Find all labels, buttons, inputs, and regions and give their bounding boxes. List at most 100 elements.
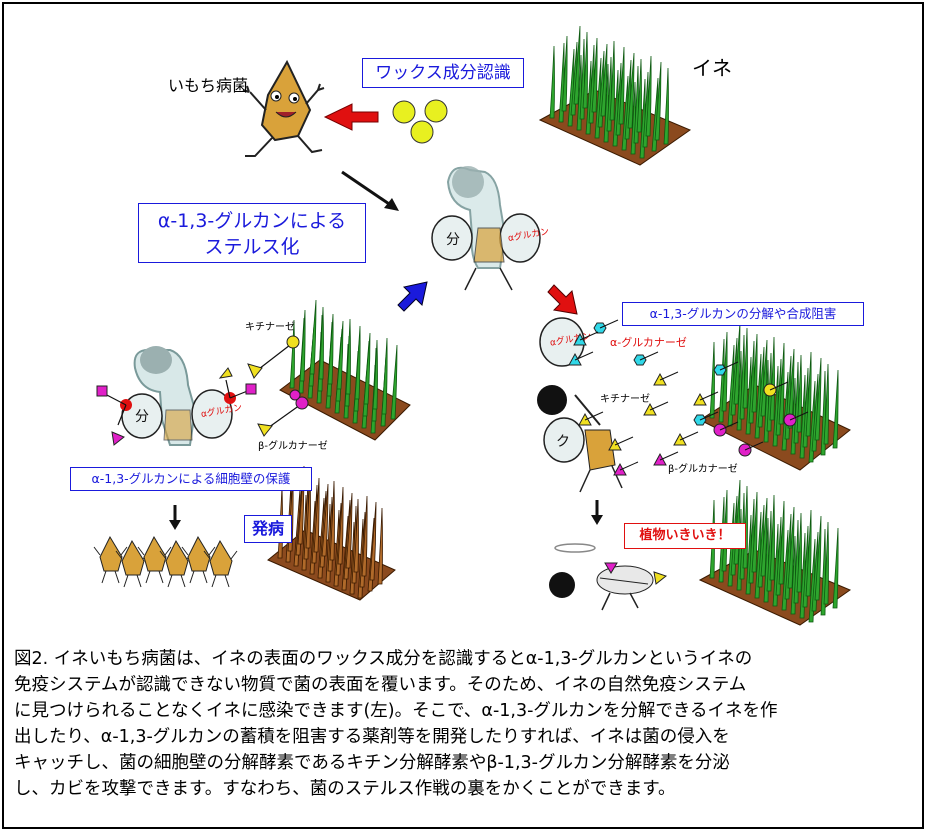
grass-blade <box>313 477 320 553</box>
attacked-fungus: αグルカン ク <box>537 317 623 493</box>
grass-blade <box>369 501 377 581</box>
caption-line: 出したり、α-1,3-グルカンの蓄積を阻害する薬剤等を開発したりすれば、イネは菌… <box>14 727 730 747</box>
rice-plot-right <box>698 321 851 471</box>
blue-arrow <box>397 281 428 312</box>
rice-plot-top <box>538 25 692 166</box>
grass-blade <box>814 357 822 441</box>
wax-recognition-box: ワックス成分認識 <box>362 58 524 88</box>
pathogen-label: いもち病菌 <box>168 76 249 95</box>
degradation-text: α-1,3-グルカンの分解や合成阻害 <box>649 306 837 321</box>
svg-text:分: 分 <box>446 232 460 248</box>
caption-line: キャッチし、菌の細胞壁の分解酵素であるキチン分解酵素やβ-1,3-グルカン分解酵… <box>14 753 730 773</box>
figure-caption: 図2. イネいもち病菌は、イネの表面のワックス成分を認識するとα-1,3-グルカ… <box>14 646 910 802</box>
grass-blade <box>549 45 555 119</box>
enzyme-link <box>659 451 679 461</box>
svg-text:ク: ク <box>556 434 570 450</box>
fungus-crowd <box>93 535 238 588</box>
grass-blade <box>372 339 378 410</box>
grass-blade <box>645 55 652 137</box>
red-arrow <box>547 284 578 315</box>
grass-blade <box>663 67 669 145</box>
rice-label: イネ <box>692 56 732 80</box>
stealth-box: α-1,3-グルカンによる ステルス化 <box>138 203 366 263</box>
grass-blade <box>796 512 802 593</box>
stealth-line-2: ステルス化 <box>204 236 300 258</box>
enzyme-link <box>719 421 739 431</box>
grass-blade <box>321 483 329 557</box>
grass-blade <box>327 313 334 385</box>
grass-blade <box>769 494 775 581</box>
grass-blade <box>361 495 368 577</box>
wall-protection-box: α-1,3-グルカンによる細胞壁の保護 <box>70 467 312 491</box>
fungus-limbs <box>115 550 150 588</box>
grass-blade <box>832 527 839 609</box>
fungus-limbs <box>159 550 194 588</box>
grass-blade <box>823 521 829 605</box>
grass-blade <box>760 497 768 577</box>
grass-blade <box>787 506 795 589</box>
enzyme-link <box>699 411 719 421</box>
pathogen-top <box>242 59 325 157</box>
enzyme-link <box>659 371 679 381</box>
enzyme-link <box>649 401 669 411</box>
chitinase-right-label: キチナーゼ <box>600 394 650 405</box>
caption-line: に見つけられることなくイネに感染できます(左)。そこで、α-1,3-グルカンを分… <box>14 701 778 721</box>
enzyme-link <box>699 391 719 401</box>
enzyme-link <box>574 351 594 361</box>
chitinase-left-label: キチナーゼ <box>245 322 295 333</box>
grass-blade <box>309 299 317 375</box>
caption-line: 免疫システムが認識できない物質で菌の表面を覆います。そのため、イネの自然免疫シス… <box>14 675 747 695</box>
fungus-body <box>121 539 145 576</box>
grass-blade <box>709 341 715 419</box>
grass-blade <box>618 46 625 125</box>
grass-blade <box>582 31 588 109</box>
stealth-fungus-center: 分 αグルカン <box>431 166 550 291</box>
wax-signal-arrow <box>323 103 379 131</box>
fungus-limbs <box>93 546 128 584</box>
grass-blade <box>787 348 795 429</box>
stealth-fungus-left: 分 αグルカン <box>96 346 257 446</box>
grass-blade <box>823 363 829 445</box>
wax-particles <box>392 99 448 144</box>
wall-protection-text: α-1,3-グルカンによる細胞壁の保護 <box>91 471 291 486</box>
enzyme-link <box>639 351 659 361</box>
rice-plot-left <box>247 299 411 441</box>
svg-text:分: 分 <box>135 409 149 425</box>
alpha-glucanase-label: α-グルカナーゼ <box>610 336 687 349</box>
enzyme-link <box>599 319 619 329</box>
enzyme-link <box>619 461 639 471</box>
grass-blade <box>345 318 351 395</box>
grass-blade <box>318 306 324 380</box>
grass-blade <box>832 369 839 449</box>
grass-blade <box>591 37 598 113</box>
defeated-fungus <box>549 543 668 611</box>
grass-blade <box>390 344 398 420</box>
grass-blade <box>299 309 306 382</box>
glucanase-right-label: β-グルカナーゼ <box>668 464 738 475</box>
degradation-box: α-1,3-グルカンの分解や合成阻害 <box>622 302 864 326</box>
grass-blade <box>751 333 758 413</box>
wax-recognition-text: ワックス成分認識 <box>375 63 511 83</box>
grass-blade <box>353 498 359 573</box>
grass-blade <box>778 500 785 585</box>
grass-blade <box>778 342 785 425</box>
grass-blade <box>381 337 388 415</box>
enzyme-link <box>679 431 699 441</box>
fungus-body <box>209 539 233 576</box>
grass-blade <box>636 58 642 133</box>
grass-blade <box>721 331 728 412</box>
grass-blade <box>329 480 335 561</box>
grass-blade <box>561 35 568 112</box>
disease-box: 発病 <box>244 515 292 543</box>
grass-blade <box>354 325 361 400</box>
healthy-text: 植物いきいき！ <box>639 528 731 543</box>
caption-line: し、カビを攻撃できます。すなわち、菌のステルス作戦の裏をかくことができます。 <box>14 779 676 799</box>
enzyme-attack <box>568 319 809 476</box>
grass-blade <box>377 507 383 585</box>
fungus-body <box>187 535 211 572</box>
enzyme-link <box>614 436 634 446</box>
healthy-rice-plot <box>698 479 852 626</box>
grass-blade <box>760 339 768 417</box>
fungus-body <box>143 535 167 572</box>
